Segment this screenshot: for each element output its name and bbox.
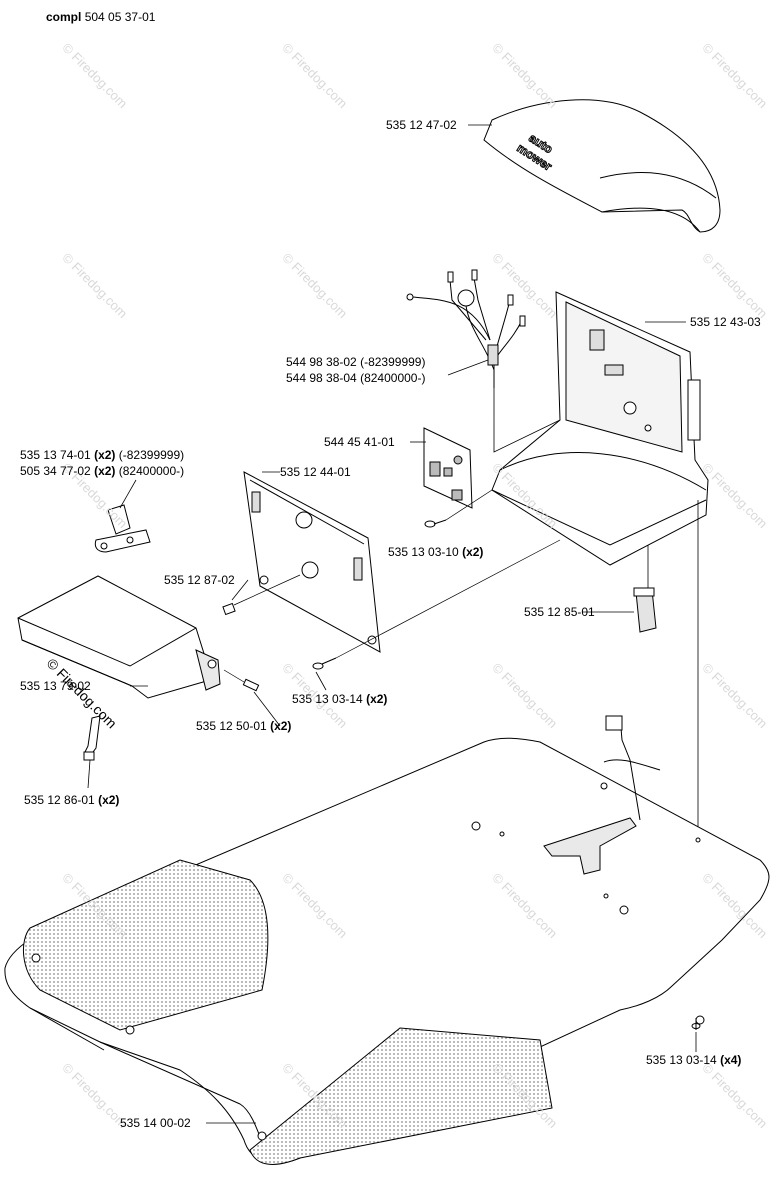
part-qty: (x2): [462, 545, 484, 559]
part-code: 535 12 44-01: [280, 465, 351, 479]
part-qty: (x2): [366, 692, 388, 706]
part-code: 535 12 50-01: [196, 719, 267, 733]
label-housing[interactable]: 535 13 79-02: [20, 679, 91, 693]
screw-a-part: [424, 519, 447, 528]
leader-lines: [87, 359, 697, 1124]
part-note: (82400000-): [360, 371, 426, 385]
label-clip-a[interactable]: 535 13 74-01 (x2) (-82399999): [20, 448, 184, 462]
label-screw-c[interactable]: 535 13 03-14 (x4): [646, 1053, 741, 1067]
label-frame[interactable]: 535 12 43-03: [690, 315, 761, 329]
cover-part: auto mower: [483, 99, 721, 233]
part-code: 535 12 43-03: [690, 315, 761, 329]
part-code: 535 13 79-02: [20, 679, 91, 693]
part-code: 535 12 85-01: [524, 605, 595, 619]
part-code: 535 13 03-14: [292, 692, 363, 706]
housing-part: [17, 575, 221, 699]
part-code: 535 14 00-02: [120, 1116, 191, 1130]
label-plate[interactable]: 535 12 44-01: [280, 465, 351, 479]
plate-part: [243, 471, 381, 653]
label-screw-b[interactable]: 535 13 03-14 (x2): [292, 692, 387, 706]
part-qty: (x2): [94, 464, 116, 478]
part-code: 535 12 86-01: [24, 793, 95, 807]
clip-part: [94, 504, 151, 553]
frame-part: [491, 291, 709, 566]
cable-harness-part: [406, 269, 526, 388]
part-qty: (x2): [98, 793, 120, 807]
label-base-plate[interactable]: 535 14 00-02: [120, 1116, 191, 1130]
circuit-board-part: [423, 427, 473, 509]
pin-a-part: [222, 602, 236, 616]
screw-b-part: [312, 657, 337, 670]
label-pin-a[interactable]: 535 12 87-02: [164, 573, 235, 587]
assembly-title: compl 504 05 37-01: [46, 10, 155, 24]
connector-part: [633, 587, 657, 633]
part-code: 544 98 38-04: [286, 371, 357, 385]
label-cover[interactable]: 535 12 47-02: [386, 118, 457, 132]
part-code: 535 13 74-01: [20, 448, 91, 462]
label-pin-b[interactable]: 535 12 50-01 (x2): [196, 719, 291, 733]
assembly-title-code: 504 05 37-01: [84, 10, 156, 24]
label-connector[interactable]: 535 12 85-01: [524, 605, 595, 619]
label-cable-b[interactable]: 544 98 38-04 (82400000-): [286, 371, 425, 385]
label-circuit-board[interactable]: 544 45 41-01: [324, 435, 395, 449]
part-note: (-82399999): [118, 448, 185, 462]
screw-c-part: [691, 1018, 701, 1030]
part-qty: (x4): [720, 1053, 742, 1067]
label-cable-a[interactable]: 544 98 38-02 (-82399999): [286, 355, 425, 369]
label-screw-a[interactable]: 535 13 03-10 (x2): [388, 545, 483, 559]
part-qty: (x2): [270, 719, 292, 733]
strap-part: [83, 715, 101, 761]
part-code: 535 12 47-02: [386, 118, 457, 132]
part-note: (82400000-): [118, 464, 185, 478]
part-code: 535 13 03-10: [388, 545, 459, 559]
part-note: (-82399999): [360, 355, 426, 369]
part-code: 544 45 41-01: [324, 435, 395, 449]
label-strap[interactable]: 535 12 86-01 (x2): [24, 793, 119, 807]
label-clip-b[interactable]: 505 34 77-02 (x2) (82400000-): [20, 464, 184, 478]
assembly-title-prefix: compl: [46, 10, 82, 24]
part-code: 535 12 87-02: [164, 573, 235, 587]
part-code: 544 98 38-02: [286, 355, 357, 369]
part-code: 505 34 77-02: [20, 464, 91, 478]
base-plate-part: [4, 715, 770, 1165]
pin-b-part: [242, 678, 260, 692]
part-qty: (x2): [94, 448, 116, 462]
part-code: 535 13 03-14: [646, 1053, 717, 1067]
